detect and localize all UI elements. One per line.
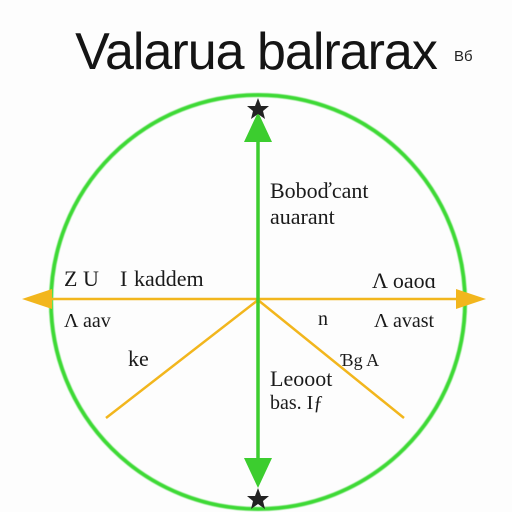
label-center-right-n: n xyxy=(318,308,328,330)
star-icon xyxy=(247,98,269,119)
label-left-mid: ke xyxy=(128,346,149,371)
star-icon xyxy=(247,488,269,509)
right-arrowhead xyxy=(456,289,486,309)
label-lower-right-tag: Ɓg A xyxy=(340,350,380,370)
label-upper-right-1: Boboďcant xyxy=(270,178,369,203)
diagonal-line-right xyxy=(257,299,405,419)
label-left-axis-a: Z U xyxy=(64,266,99,291)
bottom-arrowhead xyxy=(244,458,272,488)
label-left-axis-c: kaddem xyxy=(134,266,204,291)
label-right-axis: Λ oaoɑ xyxy=(372,268,437,293)
label-lower-right-1: Leooot xyxy=(270,366,333,391)
top-arrowhead xyxy=(244,112,272,142)
left-arrowhead xyxy=(22,289,52,309)
label-lower-right-2: bas. Iƒ xyxy=(270,392,324,414)
diagonal-line-left xyxy=(105,299,259,419)
corner-tag: Bб xyxy=(454,48,473,65)
page-title: Valaruа balrarax xyxy=(75,23,438,81)
label-left-below-axis: Λ aav xyxy=(64,310,111,332)
label-right-below-axis: Λ avast xyxy=(374,310,435,332)
label-left-axis-b: I xyxy=(120,266,128,291)
label-upper-right-2: auarant xyxy=(270,204,335,229)
